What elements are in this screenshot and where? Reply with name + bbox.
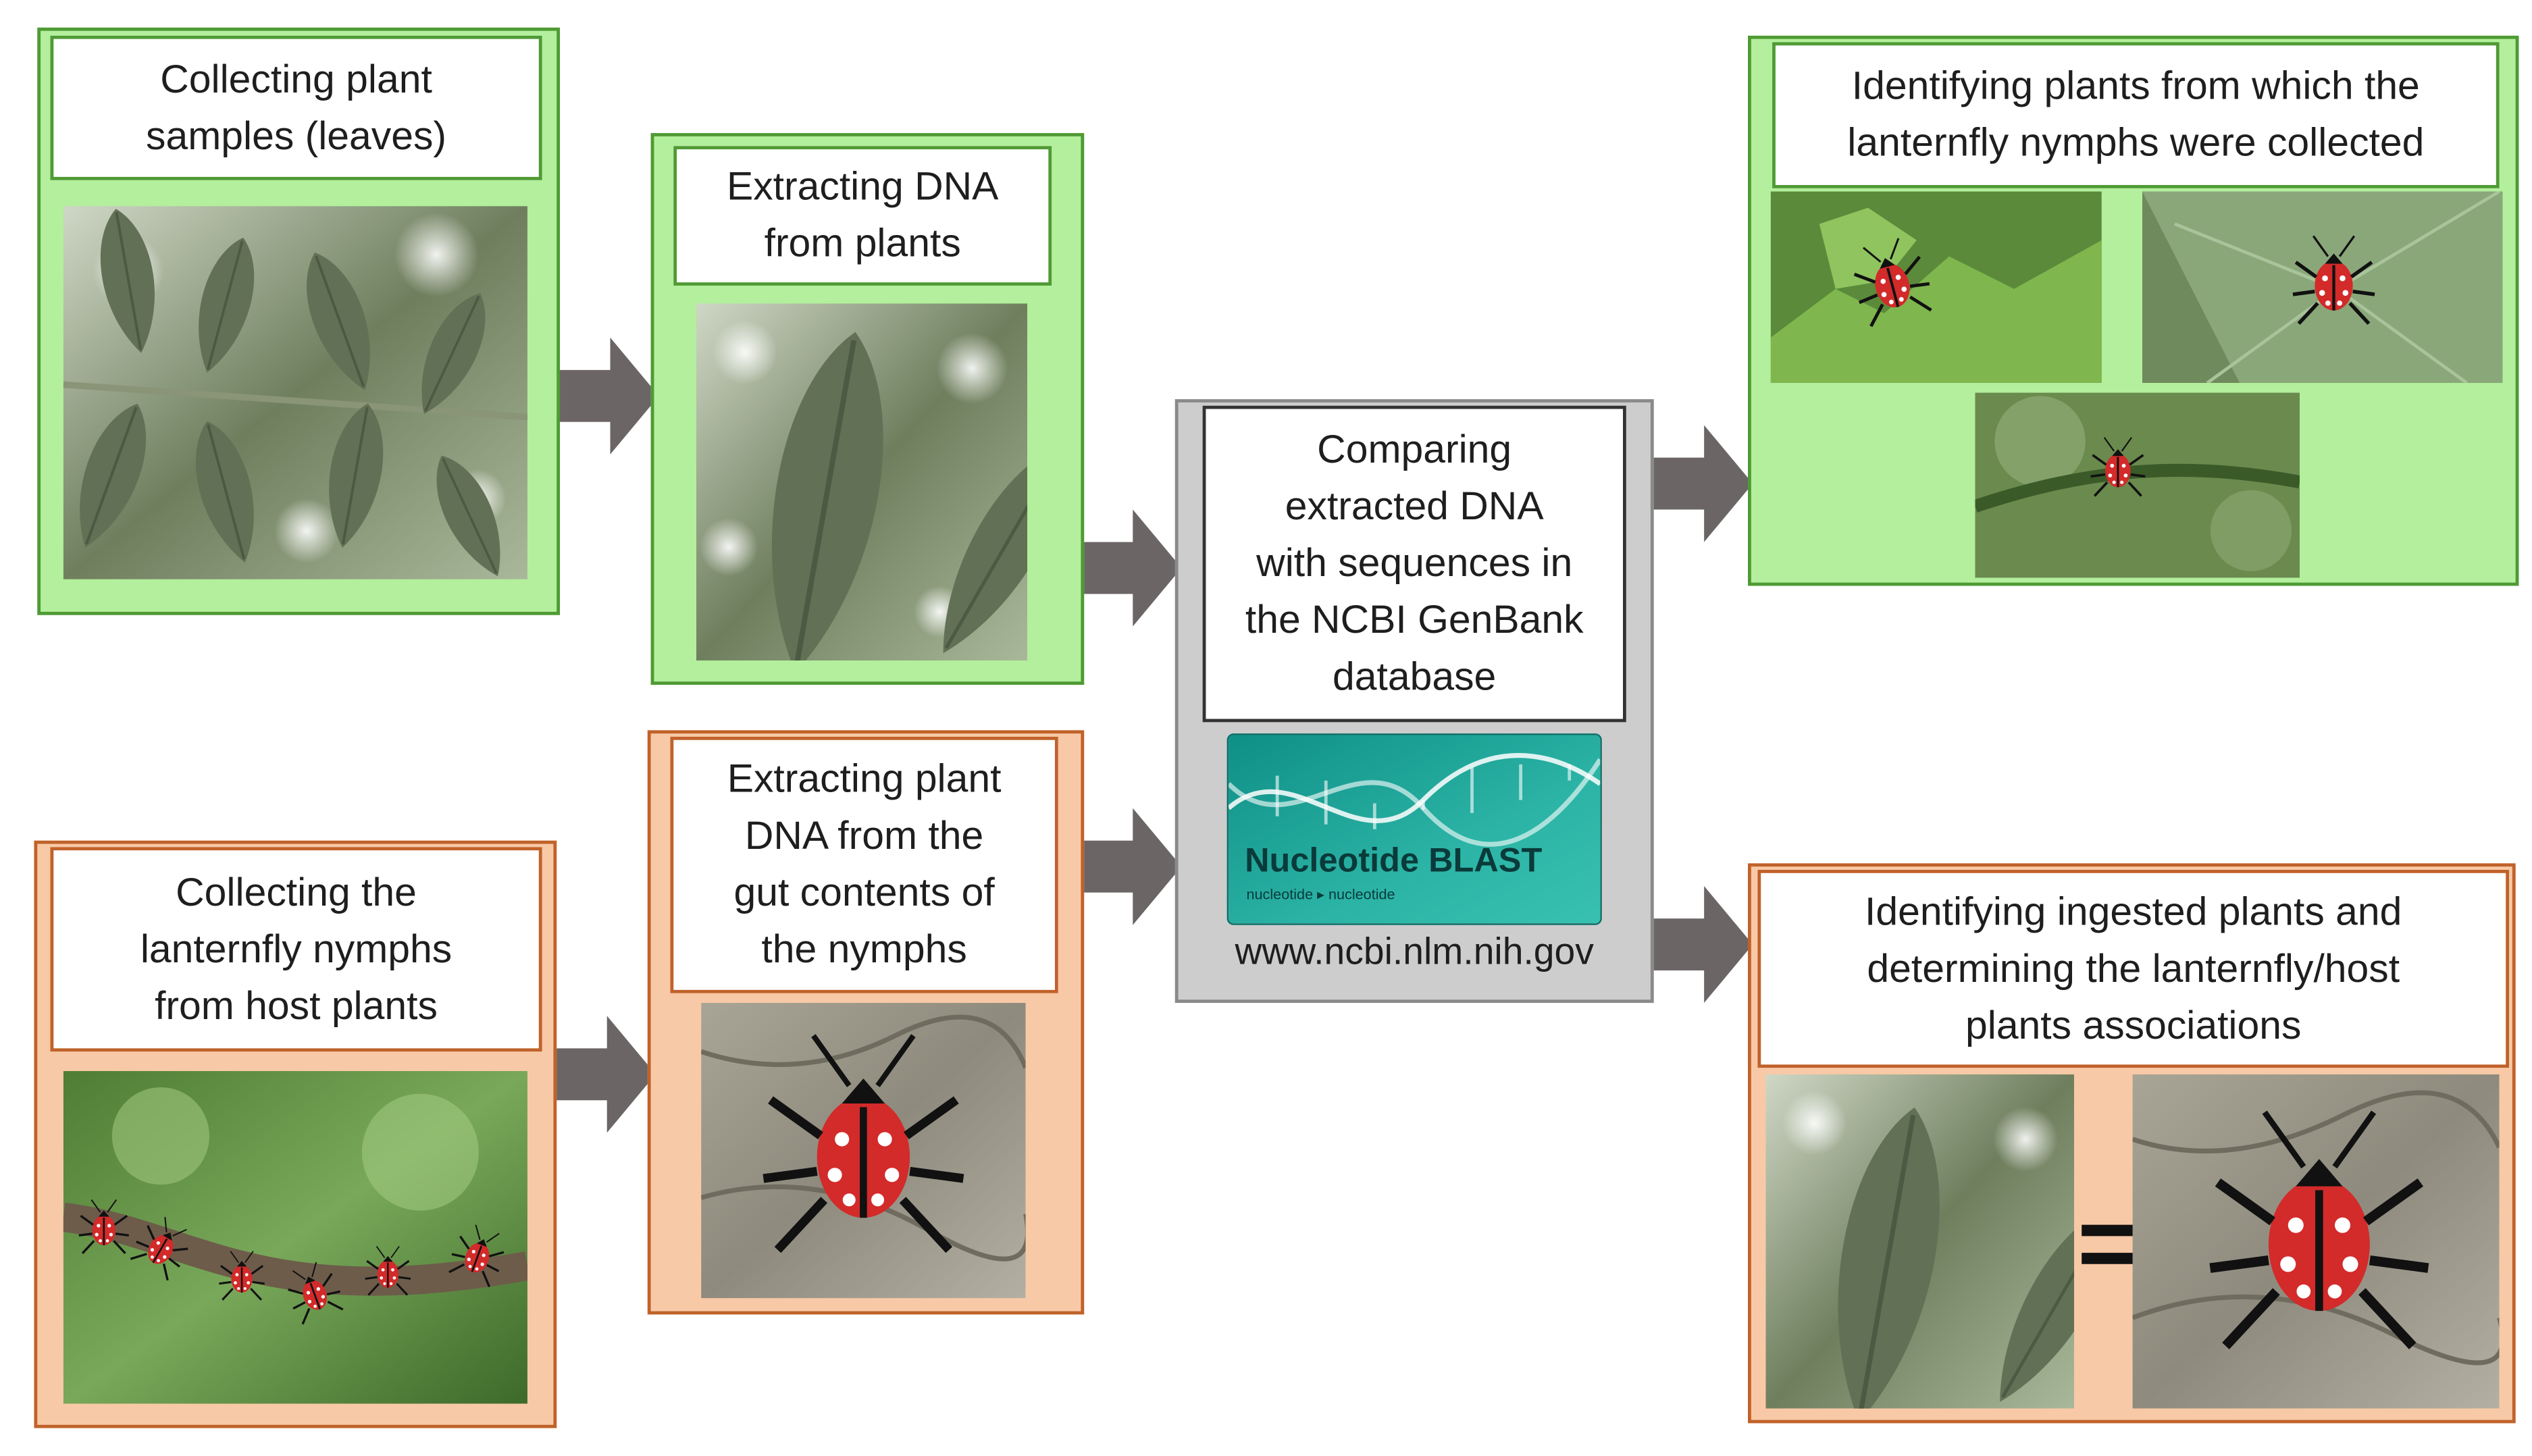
step-collect-plants: Collecting plant samples (leaves) bbox=[37, 27, 561, 615]
blast-logo-subtitle: nucleotide ▸ nucleotide bbox=[1246, 886, 1395, 903]
leaf-closeup-photo bbox=[696, 303, 1028, 661]
plant-leaves-photo bbox=[63, 206, 527, 579]
nymph-on-bark-photo bbox=[701, 1003, 1026, 1299]
step-extract-gut-dna-label: Extracting plant DNA from the gut conten… bbox=[670, 736, 1058, 993]
step-collect-plants-label: Collecting plant samples (leaves) bbox=[50, 35, 542, 180]
step-extract-dna-plants: Extracting DNA from plants bbox=[650, 133, 1085, 685]
arrow-extract-to-compare bbox=[1081, 509, 1182, 627]
ingested-leaf-photo bbox=[1765, 1074, 2075, 1409]
arrow-compare-to-identify-plants bbox=[1652, 425, 1753, 542]
step-collect-nymphs: Collecting the lanternfly nymphs from ho… bbox=[34, 840, 557, 1428]
step-collect-nymphs-label: Collecting the lanternfly nymphs from ho… bbox=[50, 847, 542, 1052]
step-compare: Comparing extracted DNA with sequences i… bbox=[1174, 399, 1654, 1004]
blast-logo: Nucleotide BLAST nucleotide ▸ nucleotide bbox=[1226, 733, 1602, 925]
equals-sign: = bbox=[2077, 1185, 2138, 1302]
arrow-collect-to-extract bbox=[558, 337, 659, 454]
step-extract-dna-plants-label: Extracting DNA from plants bbox=[673, 146, 1052, 286]
ncbi-url[interactable]: www.ncbi.nlm.nih.gov bbox=[1235, 929, 1594, 972]
nymph-bark-result-photo bbox=[2132, 1074, 2500, 1409]
step-identify-plants-label: Identifying plants from which the lanter… bbox=[1772, 42, 2500, 188]
arrow-nymphs-to-gut bbox=[554, 1016, 656, 1133]
nymphs-on-branch-photo bbox=[63, 1070, 527, 1404]
nymph-on-stem-photo bbox=[1975, 392, 2300, 578]
nymph-on-broad-leaf-photo bbox=[2142, 191, 2503, 384]
step-compare-label: Comparing extracted DNA with sequences i… bbox=[1202, 405, 1626, 723]
arrow-gut-to-compare bbox=[1081, 808, 1182, 925]
step-identify-ingested-label: Identifying ingested plants and determin… bbox=[1757, 870, 2510, 1068]
blast-logo-title: Nucleotide BLAST bbox=[1245, 842, 1543, 880]
step-identify-plants: Identifying plants from which the lanter… bbox=[1748, 35, 2519, 586]
arrow-compare-to-identify-ingested bbox=[1652, 886, 1753, 1004]
step-identify-ingested: Identifying ingested plants and determin… bbox=[1748, 863, 2516, 1424]
nymph-on-serrated-leaf-photo bbox=[1770, 191, 2102, 384]
step-extract-gut-dna: Extracting plant DNA from the gut conten… bbox=[647, 730, 1085, 1315]
